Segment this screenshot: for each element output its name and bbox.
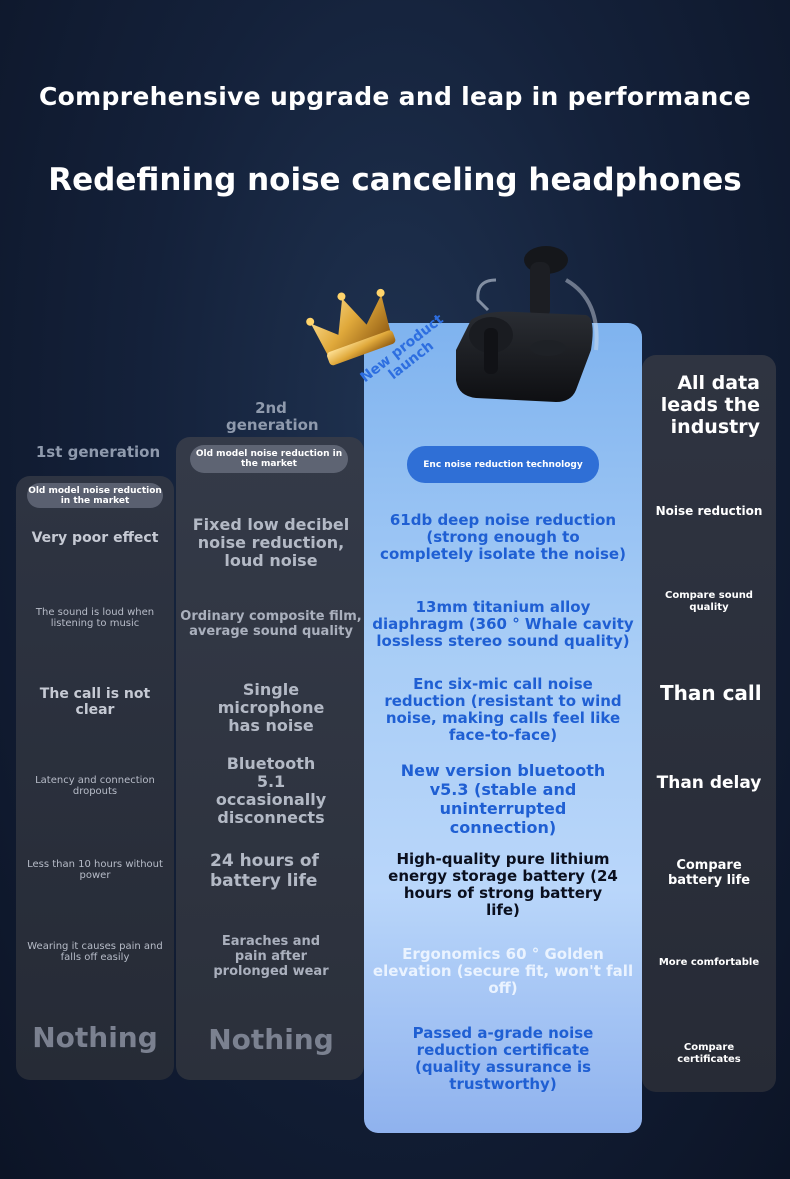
gen1-row-6: Wearing it causes pain and falls off eas… bbox=[27, 941, 163, 963]
compare-row-2: Compare sound quality bbox=[665, 590, 753, 613]
compare-row-5: Compare battery life bbox=[667, 858, 751, 888]
new-row-1: 61db deep noise reduction (strong enough… bbox=[380, 510, 626, 563]
gen2-row-7: Nothing bbox=[208, 1022, 334, 1056]
gen2-column bbox=[176, 437, 364, 1080]
new-row-5: High-quality pure lithium energy storage… bbox=[388, 850, 618, 919]
gen1-row-5: Less than 10 hours without power bbox=[27, 859, 163, 881]
compare-row-3: Than call bbox=[660, 681, 762, 705]
gen1-pill: Old model noise reduction in the market bbox=[27, 483, 163, 508]
compare-column bbox=[642, 355, 776, 1092]
gen1-row-1: Very poor effect bbox=[31, 530, 159, 546]
gen2-row-2: Ordinary composite film, average sound q… bbox=[180, 609, 362, 639]
gen1-column bbox=[16, 476, 174, 1080]
gen2-row-1: Fixed low decibel noise reduction, loud … bbox=[192, 515, 350, 570]
gen2-pill: Old model noise reduction in the market bbox=[190, 445, 348, 473]
gen1-row-2: The sound is loud when listening to musi… bbox=[35, 607, 155, 629]
gen1-row-4: Latency and connection dropouts bbox=[35, 775, 155, 797]
compare-title: All data leads the industry bbox=[660, 372, 760, 438]
page-subtitle: Redefining noise canceling headphones bbox=[48, 162, 742, 198]
new-product-pill: Enc noise reduction technology bbox=[407, 446, 599, 483]
compare-row-7: Compare certificates bbox=[677, 1042, 741, 1065]
page-title: Comprehensive upgrade and leap in perfor… bbox=[39, 82, 751, 111]
gen2-row-4: Bluetooth 5.1 occasionally disconnects bbox=[215, 754, 327, 827]
gen1-label: 1st generation bbox=[35, 443, 161, 461]
gen2-row-3: Single microphone has noise bbox=[217, 680, 325, 735]
crown-icon bbox=[306, 288, 396, 366]
earbuds-product-image bbox=[456, 246, 599, 402]
new-row-6: Ergonomics 60 ° Golden elevation (secure… bbox=[372, 944, 634, 997]
compare-row-6: More comfortable bbox=[658, 957, 760, 968]
new-row-3: Enc six-mic call noise reduction (resist… bbox=[384, 675, 622, 744]
gen1-row-7: Nothing bbox=[32, 1020, 158, 1054]
gen2-row-5: 24 hours of battery life bbox=[210, 851, 319, 891]
new-row-2: 13mm titanium alloy diaphragm (360 ° Wha… bbox=[372, 597, 634, 650]
gen2-row-6: Earaches and pain after prolonged wear bbox=[213, 933, 329, 979]
gen1-row-3: The call is not clear bbox=[39, 686, 151, 718]
new-row-7: Passed a-grade noise reduction certifica… bbox=[412, 1024, 594, 1093]
new-row-4: New version bluetooth v5.3 (stable and u… bbox=[400, 761, 606, 837]
compare-row-4: Than delay bbox=[656, 773, 762, 793]
gen2-label: 2nd generation bbox=[226, 399, 319, 434]
compare-row-1: Noise reduction bbox=[655, 504, 763, 518]
